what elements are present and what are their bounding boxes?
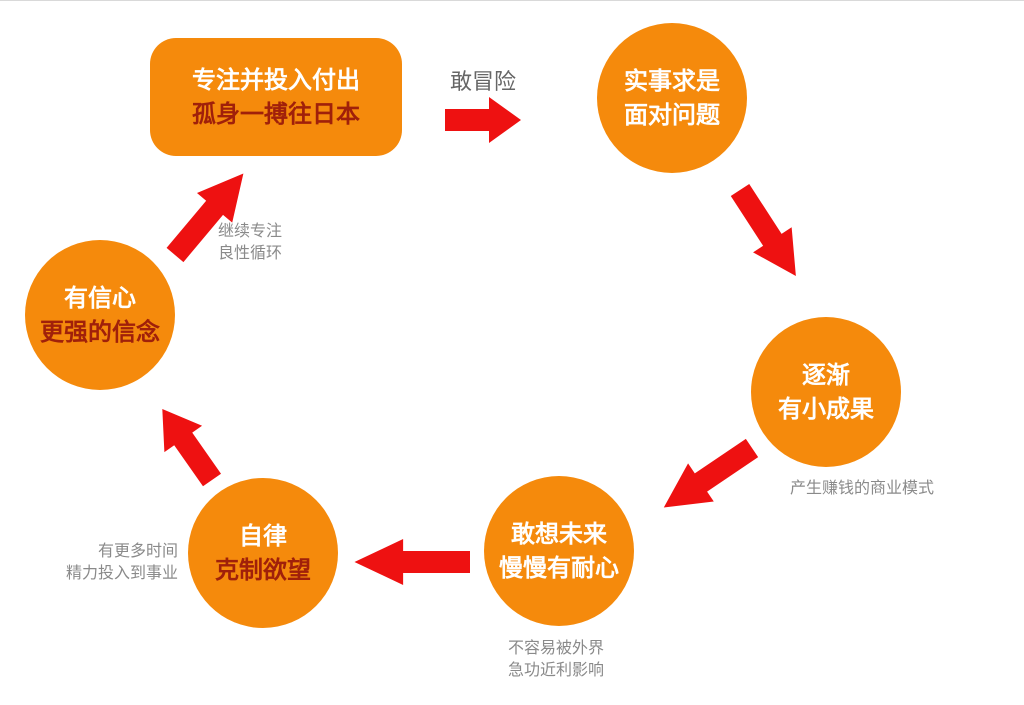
node-left-line2: 更强的信念 (40, 318, 160, 346)
node-bottom-right-line2: 慢慢有耐心 (499, 554, 619, 582)
top-arrow-label: 敢冒险 (450, 70, 517, 95)
arrow-bottom-left-to-left (143, 395, 231, 494)
node-right-mid: 逐渐 有小成果 (751, 317, 901, 467)
arrow-right-mid-to-bottom-right (650, 428, 765, 527)
bottom-left-note-1: 有更多时间 (97, 541, 178, 560)
node-top: 专注并投入付出 孤身一搏往日本 (150, 38, 402, 156)
bottom-left-note-2: 精力投入到事业 (65, 563, 178, 582)
left-note-2: 良性循环 (218, 243, 283, 262)
bottom-right-note-1: 不容易被外界 (508, 638, 605, 657)
left-note-1: 继续专注 (218, 221, 283, 240)
right-mid-note: 产生赚钱的商业模式 (790, 478, 935, 497)
node-bottom-left-line2: 克制欲望 (215, 556, 311, 584)
node-top-line1: 专注并投入付出 (192, 66, 360, 94)
node-left: 有信心 更强的信念 (25, 240, 175, 390)
arrow-top-to-right (445, 97, 521, 143)
top-divider (0, 0, 1024, 1)
node-right-top-line2: 面对问题 (624, 101, 720, 129)
arrow-bottom-right-to-bottom-left (354, 539, 470, 585)
node-bottom-right: 敢想未来 慢慢有耐心 (484, 476, 634, 626)
node-top-line2: 孤身一搏往日本 (192, 100, 360, 128)
arrow-right-top-to-right-mid (720, 177, 816, 289)
node-right-top-line1: 实事求是 (624, 67, 720, 95)
bottom-right-note-2: 急功近利影响 (508, 660, 605, 679)
node-bottom-right-line1: 敢想未来 (511, 520, 607, 548)
node-right-mid-line2: 有小成果 (778, 395, 874, 423)
node-right-mid-line1: 逐渐 (802, 361, 850, 389)
node-left-line1: 有信心 (64, 284, 136, 312)
node-bottom-left-line1: 自律 (239, 522, 287, 550)
node-bottom-left: 自律 克制欲望 (188, 478, 338, 628)
node-right-top: 实事求是 面对问题 (597, 23, 747, 173)
